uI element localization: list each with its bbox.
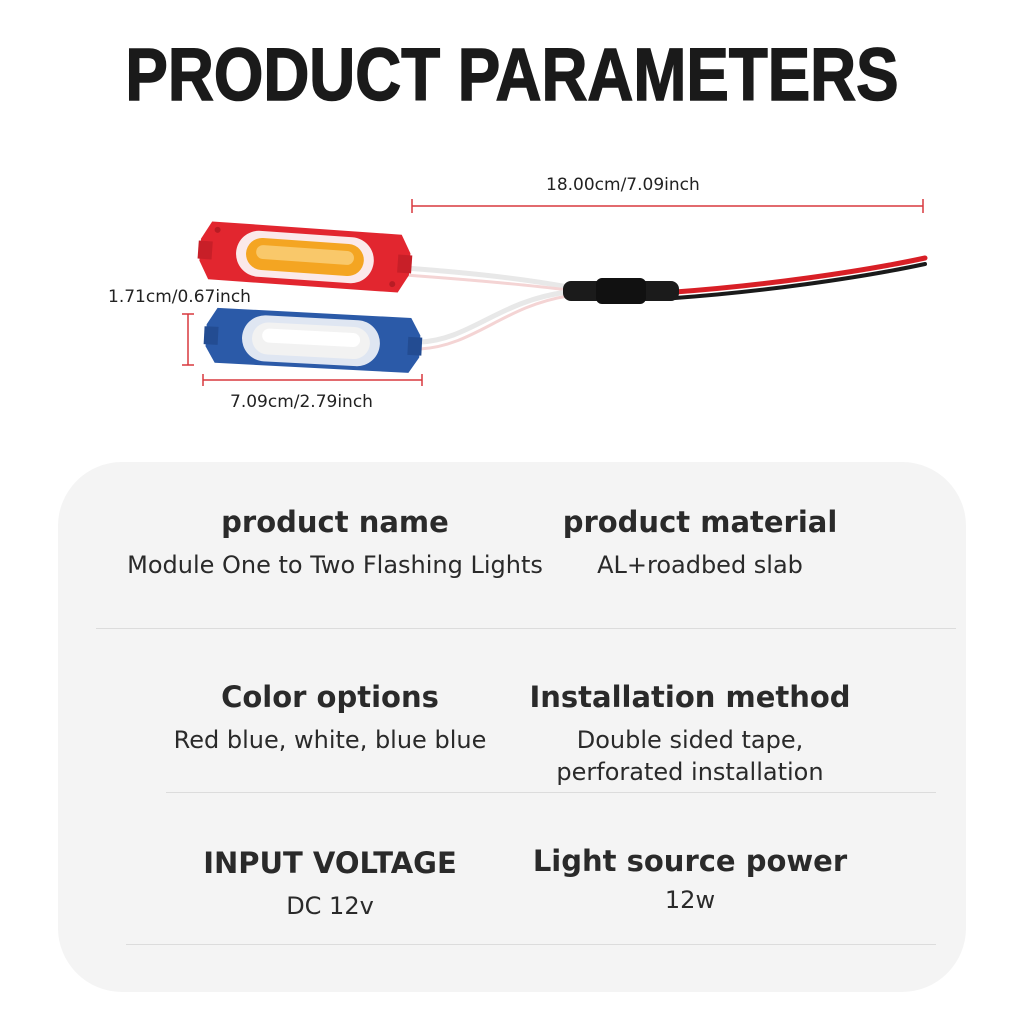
spec-label: product material [562,505,838,539]
spec-color-options: Color options Red blue, white, blue blue [130,680,530,756]
spec-product-name: product name Module One to Two Flashing … [90,505,580,581]
row-divider [166,792,936,793]
wires [402,255,928,351]
cable-length-label: 18.00cm/7.09inch [546,175,700,195]
product-illustration [182,199,928,386]
spec-label: product name [221,505,449,539]
spec-label: Installation method [529,680,851,714]
spec-value-line2: perforated installation [556,758,824,786]
spec-value: Module One to Two Flashing Lights [127,551,543,579]
spec-light-source-power: Light source power 12w [530,844,850,916]
spec-label: Color options [221,680,439,714]
module-height-label: 1.71cm/0.67inch [108,287,251,307]
spec-product-material: product material AL+roadbed slab [560,505,840,581]
spec-input-voltage: INPUT VOLTAGE DC 12v [150,846,510,922]
row-divider [126,944,936,945]
module-height-dimension-line [182,313,194,366]
spec-label: INPUT VOLTAGE [203,846,457,880]
spec-value: Red blue, white, blue blue [173,726,487,754]
spec-value: 12w [664,886,716,914]
red-light-module [197,221,413,293]
cable-connector [563,278,679,304]
spec-value: DC 12v [286,892,374,920]
row-divider [96,628,956,629]
specs-panel [58,462,966,992]
module-width-dimension-line [202,374,423,386]
module-width-label: 7.09cm/2.79inch [230,392,373,412]
spec-installation-method: Installation method Double sided tape, p… [520,680,860,788]
blue-light-module [203,307,423,373]
spec-value: Double sided tape, [576,726,804,754]
spec-value: AL+roadbed slab [597,551,803,579]
cable-length-dimension-line [411,199,924,213]
spec-label: Light source power [532,844,848,878]
page-title: PRODUCT PARAMETERS [125,32,899,117]
